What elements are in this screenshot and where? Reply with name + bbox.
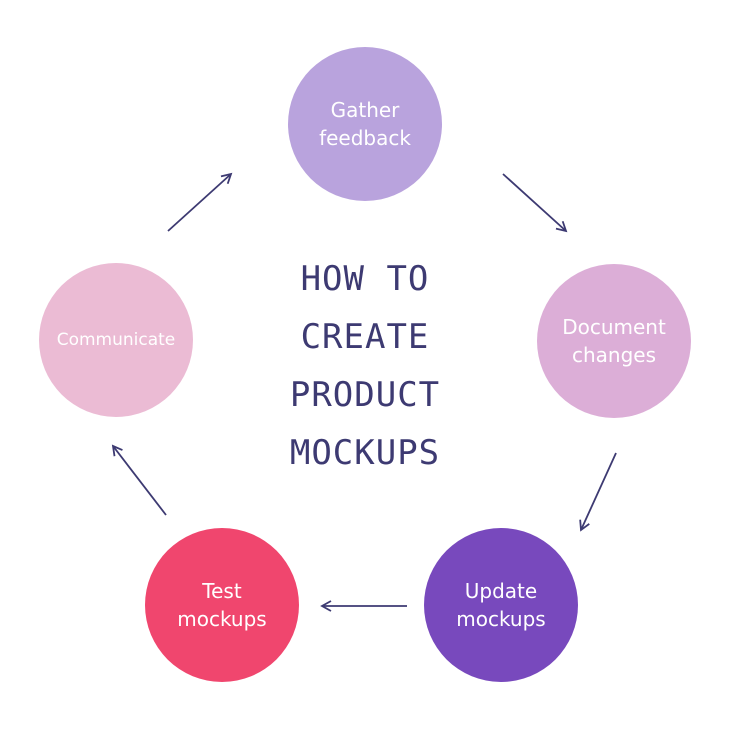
step-document-changes: Document changes	[537, 264, 691, 418]
arrow-communicate-to-gather	[167, 172, 233, 232]
step-update-mockups: Update mockups	[424, 528, 578, 682]
title-line: CREATE	[300, 317, 430, 357]
step-label: Update mockups	[456, 579, 546, 631]
arrow-gather-to-document	[502, 173, 568, 233]
step-label: Communicate	[56, 330, 176, 350]
title-line: PRODUCT	[289, 375, 441, 415]
step-gather-feedback: Gather feedback	[288, 47, 442, 201]
step-communicate: Communicate	[39, 263, 193, 417]
title-line: MOCKUPS	[289, 433, 441, 473]
arrow-test-to-communicate	[111, 444, 167, 516]
step-label: Document changes	[562, 315, 666, 367]
diagram-title: HOW TO CREATE PRODUCT MOCKUPS	[245, 250, 485, 482]
title-line: HOW TO	[300, 259, 430, 299]
step-label: Gather feedback	[319, 98, 411, 150]
step-label: Test mockups	[177, 579, 267, 631]
arrow-document-to-update	[579, 452, 617, 532]
step-test-mockups: Test mockups	[145, 528, 299, 682]
